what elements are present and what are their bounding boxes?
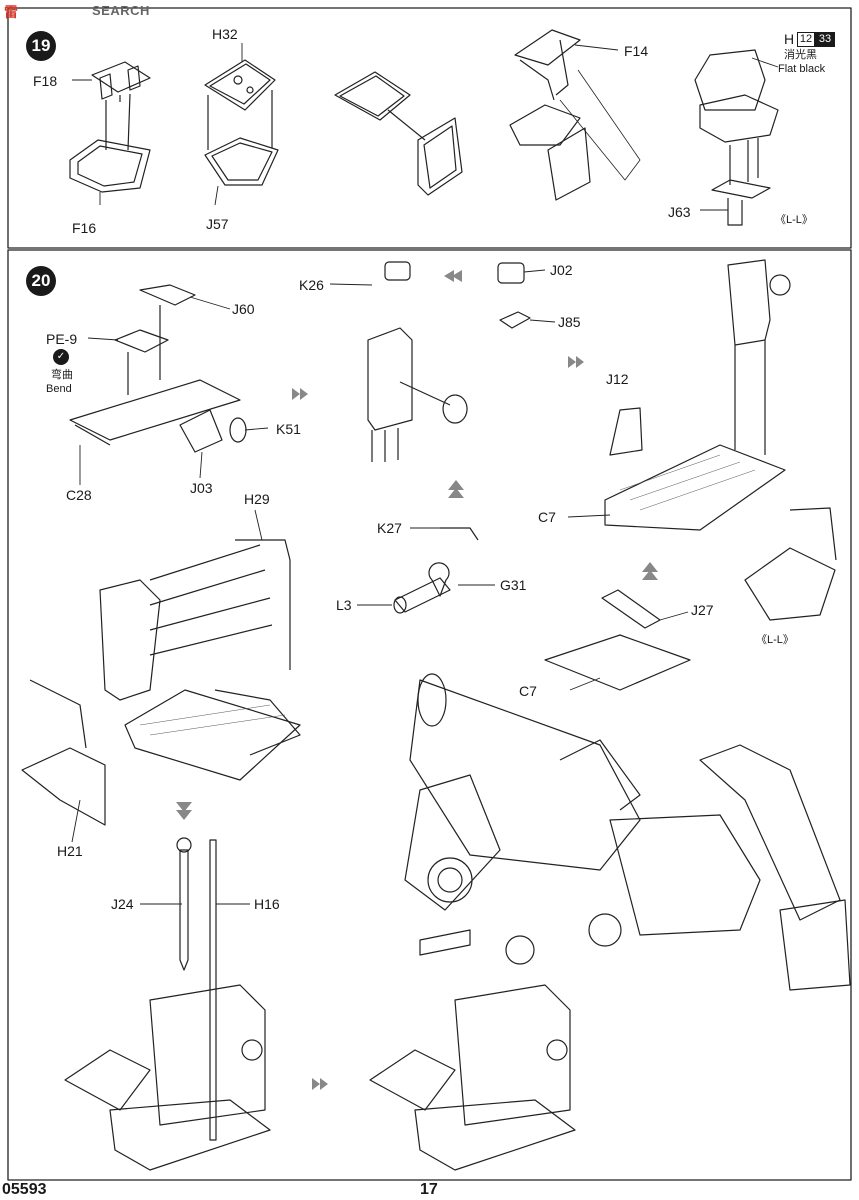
gun-mount-main-drawing <box>404 673 851 991</box>
assembly-bottom-left <box>64 984 271 1171</box>
part-f14-drawing <box>509 29 641 201</box>
label-k26: K26 <box>299 277 324 293</box>
label-j03: J03 <box>190 480 213 496</box>
parts-j24-h16 <box>176 837 217 1141</box>
label-j12: J12 <box>606 371 629 387</box>
label-j57: J57 <box>206 216 229 232</box>
label-h32: H32 <box>212 26 238 42</box>
label-k51: K51 <box>276 421 301 437</box>
label-j02: J02 <box>550 262 573 278</box>
kit-number: 05593 <box>2 1181 47 1198</box>
paint-part-letter: H <box>784 31 795 47</box>
label-j85: J85 <box>558 314 581 330</box>
label-f18: F18 <box>33 73 58 89</box>
label-h16: H16 <box>254 896 280 912</box>
parts-j27-c7 <box>544 589 691 691</box>
label-j27: J27 <box>691 602 714 618</box>
step-19-badge: 19 <box>26 31 56 61</box>
label-c7-bottom: C7 <box>519 683 537 699</box>
label-f14: F14 <box>624 43 649 59</box>
parts-k27-l3-g31 <box>393 527 479 614</box>
part-j57-drawing <box>204 137 279 186</box>
deck-grid-pattern <box>139 454 756 736</box>
watermark-logo: 雷 <box>4 4 18 20</box>
paint-code-33: 33 <box>815 32 835 47</box>
label-c7-top: C7 <box>538 509 556 525</box>
bend-label-en: Bend <box>46 383 72 395</box>
label-f16: F16 <box>72 220 97 236</box>
label-ll-19: 《L-L》 <box>775 214 813 226</box>
frame-assembly-top-left <box>69 284 247 453</box>
label-pe9: PE-9 <box>46 331 78 347</box>
part-f18-drawing <box>91 61 151 102</box>
assembly-bottom-right <box>369 984 576 1171</box>
seat-column-center <box>367 261 468 462</box>
page-number: 17 <box>420 1181 438 1198</box>
paint-code-12: 12 <box>797 32 815 47</box>
process-arrows <box>176 270 658 1090</box>
paint-name-cn: 消光黑 <box>784 49 817 61</box>
part-h32-drawing <box>204 59 276 111</box>
paint-name-en: Flat black <box>778 63 826 75</box>
post-assembly-right <box>604 259 837 621</box>
part-j63-drawing <box>694 49 779 226</box>
seat-assembly-drawing <box>334 71 463 196</box>
step-20-frame <box>7 249 852 1181</box>
parts-j02-j85 <box>497 262 531 329</box>
leader-lines <box>71 43 779 905</box>
label-j60: J60 <box>232 301 255 317</box>
label-h21: H21 <box>57 843 83 859</box>
label-c28: C28 <box>66 487 92 503</box>
label-g31: G31 <box>500 577 527 593</box>
assembly-lower-left <box>21 539 301 826</box>
step-19-frame <box>7 7 852 249</box>
label-ll-20: 《L-L》 <box>756 634 794 646</box>
label-j63: J63 <box>668 204 691 220</box>
step19-arrows <box>105 93 131 151</box>
label-j24: J24 <box>111 896 134 912</box>
label-k27: K27 <box>377 520 402 536</box>
label-l3: L3 <box>336 597 352 613</box>
watermark-text: SEARCH <box>92 3 150 18</box>
step-20-badge: 20 <box>26 266 56 296</box>
part-f16-drawing <box>69 139 151 193</box>
label-h29: H29 <box>244 491 270 507</box>
bend-label-cn: 弯曲 <box>51 369 73 381</box>
bend-icon: ✓ <box>53 349 69 365</box>
